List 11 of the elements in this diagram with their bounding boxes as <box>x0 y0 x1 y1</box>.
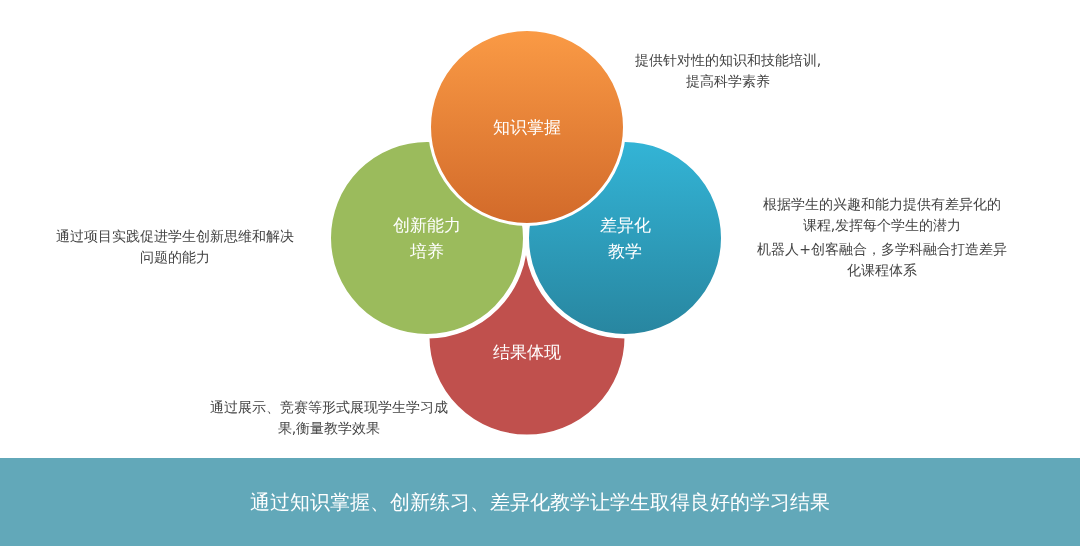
circle-label: 知识掌握 <box>492 116 562 139</box>
annotation-text: 提供针对性的知识和技能培训,提高科学素养 <box>633 51 823 91</box>
summary-text: 通过知识掌握、创新练习、差异化教学让学生取得良好的学习结果 <box>250 488 830 516</box>
annotation-text: 通过展示、竞赛等形式展现学生学习成果,衡量教学效果 <box>209 398 449 438</box>
circle-label: 差异化教学 <box>598 214 652 263</box>
annotation-text: 通过项目实践促进学生创新思维和解决问题的能力 <box>55 227 295 267</box>
circle-label: 结果体现 <box>492 341 562 364</box>
summary-band <box>0 458 1080 546</box>
annotation-text: 机器人+创客融合，多学科融合打造差异化课程体系 <box>756 240 1008 280</box>
circle-label: 创新能力培养 <box>392 214 462 263</box>
annotation-text: 根据学生的兴趣和能力提供有差异化的课程,发挥每个学生的潜力 <box>762 195 1002 235</box>
